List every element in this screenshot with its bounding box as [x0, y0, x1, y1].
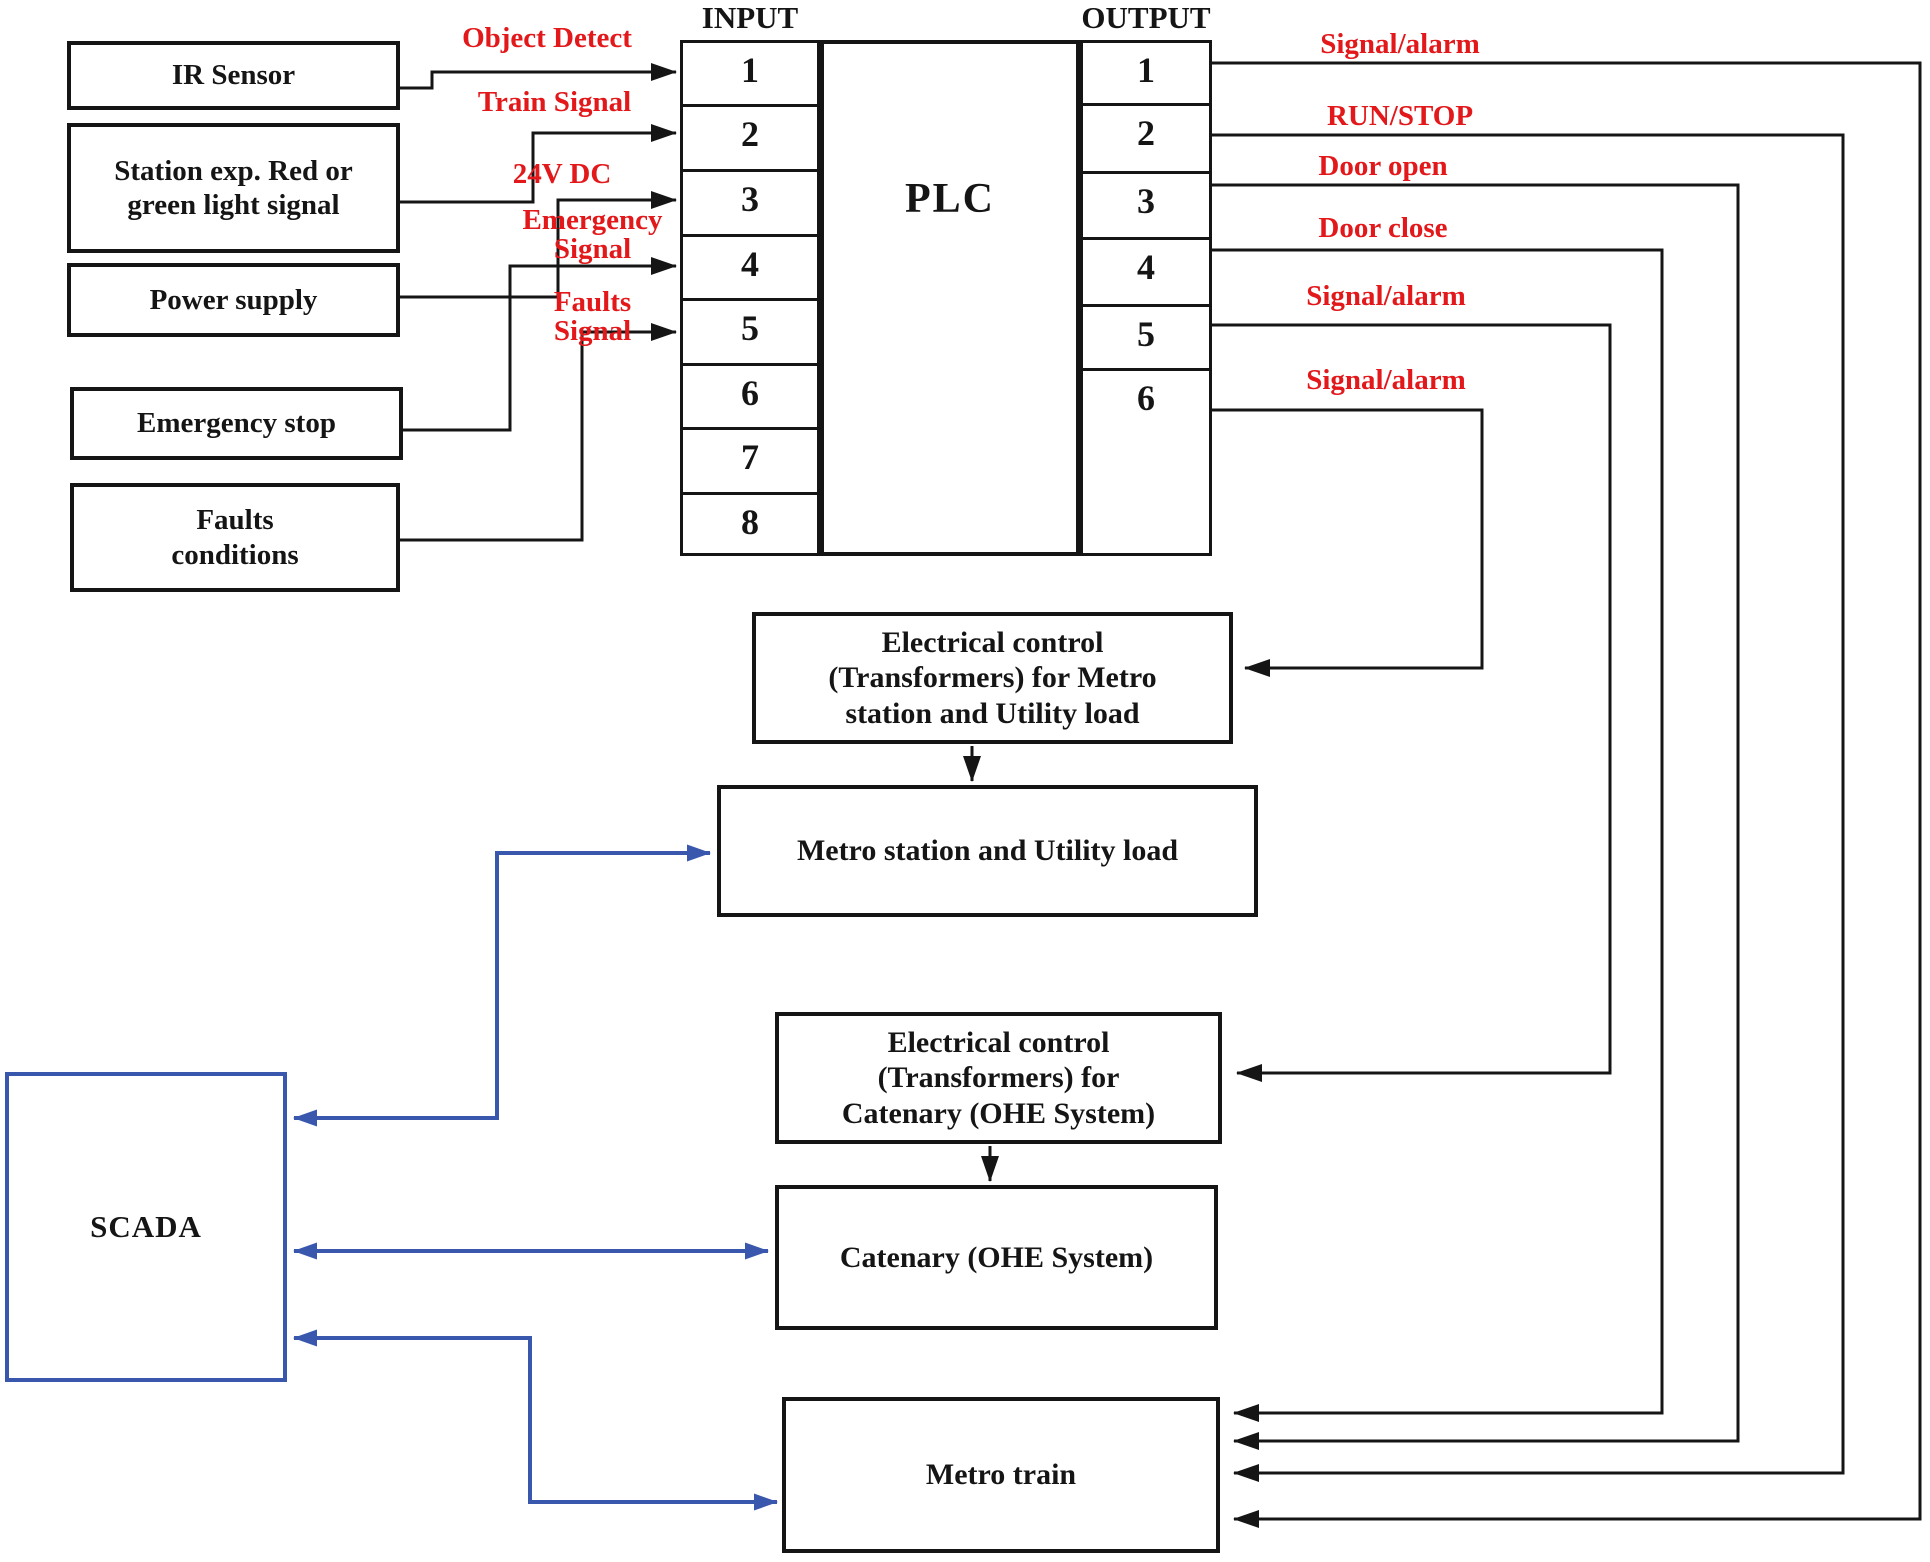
label-object-detect: Object Detect [462, 22, 632, 54]
wire-out5-to-catenary-transformer [1212, 323, 1612, 1082]
label-out6-signal-alarm: Signal/alarm [1306, 364, 1466, 396]
wire-scada-metro-train [293, 1329, 778, 1511]
catenary-box: Catenary (OHE System) [775, 1185, 1218, 1330]
label-out2-run-stop: RUN/STOP [1326, 100, 1474, 132]
plc-input-cell-5: 5 [680, 298, 820, 366]
scada-wires [293, 844, 778, 1511]
plc-label: PLC [905, 176, 995, 222]
faults-conditions-box: Faults conditions [70, 483, 400, 592]
label-out1-signal-alarm: Signal/alarm [1320, 28, 1480, 60]
wire-faults-to-input5 [400, 323, 677, 542]
power-supply-box: Power supply [67, 263, 400, 337]
ir-sensor-box: IR Sensor [67, 41, 400, 110]
label-24v-dc: 24V DC [512, 158, 612, 190]
wire-out2-to-metro-train [1212, 133, 1845, 1482]
output-header: OUTPUT [1081, 0, 1211, 35]
wire-scada-station-load [293, 844, 711, 1127]
wire-out4-to-metro-train [1212, 248, 1664, 1422]
transformer-catenary-box: Electrical control (Transformers) for Ca… [775, 1012, 1222, 1144]
plc-input-cell-6: 6 [680, 363, 820, 431]
plc-output-cell-3: 3 [1080, 171, 1212, 240]
station-signal-box: Station exp. Red or green light signal [67, 123, 400, 253]
label-train-signal: Train Signal [477, 86, 632, 118]
plc-output-cell-6: 6 [1080, 368, 1212, 556]
plc-input-cell-4: 4 [680, 234, 820, 302]
emergency-stop-box: Emergency stop [70, 387, 403, 460]
scada-box: SCADA [5, 1072, 287, 1382]
wire-out6-to-station-transformer [1212, 408, 1484, 677]
label-out3-door-open: Door open [1318, 150, 1448, 182]
plc-input-cell-7: 7 [680, 427, 820, 495]
plc-output-cell-2: 2 [1080, 103, 1212, 174]
label-out4-door-close: Door close [1318, 212, 1448, 244]
label-faults-signal: Faults Signal [553, 286, 632, 347]
plc-output-cell-1: 1 [1080, 40, 1212, 106]
plc-output-cell-5: 5 [1080, 304, 1212, 371]
plc-output-cell-4: 4 [1080, 237, 1212, 307]
plc-box [820, 40, 1080, 556]
metro-train-box: Metro train [782, 1397, 1220, 1553]
input-header: INPUT [701, 0, 799, 35]
metro-station-load-box: Metro station and Utility load [717, 785, 1258, 917]
transformer-station-box: Electrical control (Transformers) for Me… [752, 612, 1233, 744]
plc-input-cell-8: 8 [680, 492, 820, 556]
plc-input-cell-1: 1 [680, 40, 820, 108]
plc-input-cell-3: 3 [680, 169, 820, 237]
plc-input-cell-2: 2 [680, 104, 820, 172]
label-emergency-signal: Emergency Signal [522, 204, 663, 265]
label-out5-signal-alarm: Signal/alarm [1306, 280, 1466, 312]
